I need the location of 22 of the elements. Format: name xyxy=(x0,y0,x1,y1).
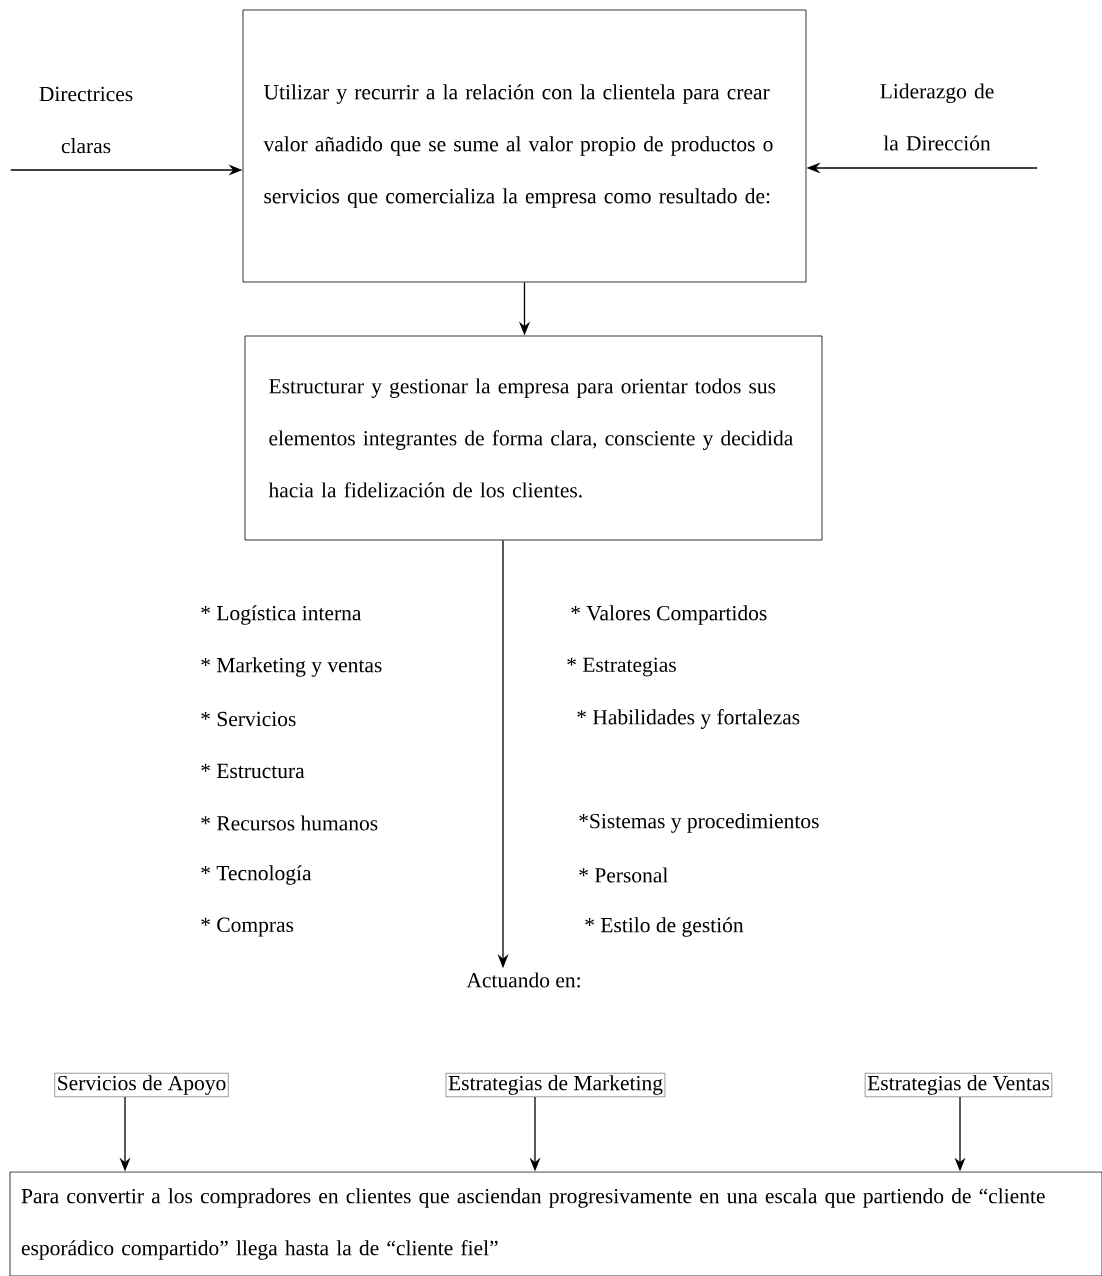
list-item: * Logística interna xyxy=(201,605,362,625)
list-item: * Valores Compartidos xyxy=(571,605,767,625)
list-item: * Marketing y ventas xyxy=(201,657,382,677)
list-item: * Servicios xyxy=(201,711,296,727)
strategy-box: Servicios de Apoyo xyxy=(54,1073,229,1097)
list-item: * Estrategias xyxy=(567,657,676,677)
list-item: * Compras xyxy=(201,917,294,937)
list-item: * Estructura xyxy=(201,763,305,779)
list-item: * Personal xyxy=(579,867,668,883)
flow-text: Actuando en: xyxy=(466,972,580,988)
statement-box: Estructurar y gestionar la empresa para orientar todos sus elementos integrantes de forma clara, consciente y decidida hacia la fidelización de los clientes. xyxy=(244,335,823,541)
strategy-box: Estrategias de Marketing xyxy=(445,1073,666,1097)
list-item: * Tecnología xyxy=(201,865,312,885)
list-item: * Estilo de gestión xyxy=(585,917,744,937)
side-text: Liderazgo de la Dirección xyxy=(880,83,994,151)
side-text: Directrices claras xyxy=(39,86,133,154)
statement-box: Utilizar y recurrir a la relación con la clientela para crear valor añadido que se sume al valor propio de productos o servicios que comercializa la empresa como resultado de: xyxy=(242,9,807,283)
list-item: * Recursos humanos xyxy=(201,815,378,831)
list-item: * Habilidades y fortalezas xyxy=(577,709,800,729)
strategy-box: Estrategias de Ventas xyxy=(864,1073,1053,1097)
result-box: Para convertir a los compradores en clientes que asciendan progresivamente en una escala que partiendo de “cliente esporádico compartido” llega hasta la de “cliente fiel” xyxy=(9,1171,1102,1276)
list-item: *Sistemas y procedimientos xyxy=(579,813,819,833)
